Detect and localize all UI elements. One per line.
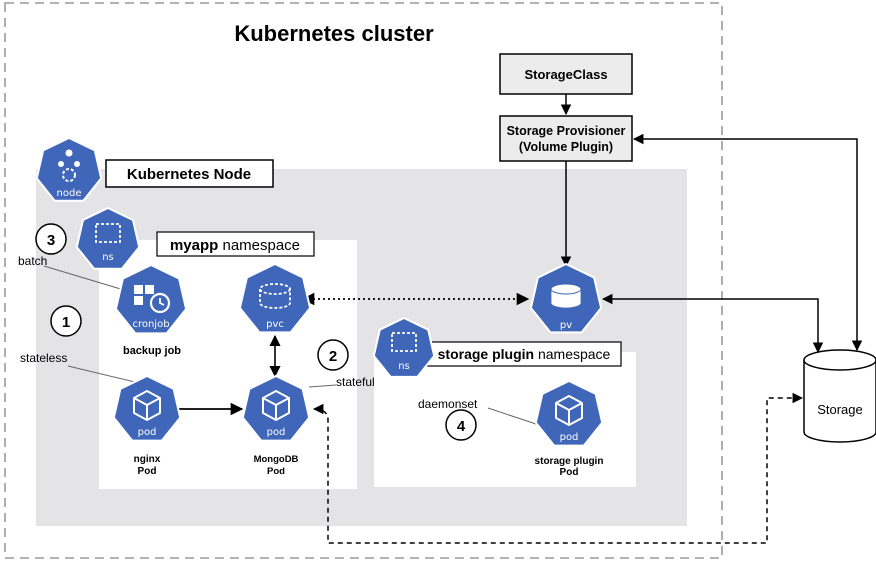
storage-namespace-icon-label: ns — [398, 361, 410, 372]
node-title-box — [105, 159, 274, 188]
cronjob-icon: cronjob — [114, 263, 188, 335]
mongodb-label-line2: Pod — [267, 466, 285, 477]
storage-class-box — [499, 53, 633, 95]
nginx-pod-icon: pod — [112, 374, 182, 442]
storage-pod-label-line1: storage plugin — [535, 456, 604, 467]
storage-cylinder — [803, 349, 876, 443]
pvc-icon: pvc — [238, 262, 312, 334]
storage-provisioner-box — [499, 115, 633, 162]
nginx-label-line2: Pod — [138, 466, 157, 477]
mongodb-pod-icon: pod — [241, 374, 311, 442]
svg-text:1: 1 — [62, 314, 70, 331]
storage-namespace-icon: ns — [372, 316, 436, 378]
myapp-namespace-label: myapp namespace — [170, 237, 300, 254]
pv-icon: pv — [529, 262, 603, 334]
backup-job-label: backup job — [123, 345, 181, 357]
daemonset-annotation: daemonset — [418, 397, 478, 411]
storage-plugin-pod-icon-label: pod — [560, 432, 579, 443]
nginx-pod-icon-label: pod — [138, 427, 157, 438]
cluster-title: Kubernetes cluster — [234, 21, 434, 46]
batch-annotation: batch — [18, 254, 47, 268]
storage-plugin-pod-icon: pod — [534, 379, 604, 447]
number-badge-4: 4 — [445, 409, 477, 441]
pv-storage-arrow — [601, 293, 824, 354]
myapp-namespace-icon-label: ns — [102, 252, 114, 263]
mongodb-label-line1: MongoDB — [254, 454, 299, 465]
svg-text:4: 4 — [457, 418, 466, 435]
number-badge-1: 1 — [50, 305, 82, 337]
node-title: Kubernetes Node — [127, 166, 251, 183]
storage-pod-label-line2: Pod — [560, 467, 579, 478]
provisioner-storage-arrow — [632, 133, 863, 352]
number-badge-2: 2 — [317, 339, 349, 371]
daemonset-pointer — [487, 407, 546, 428]
cronjob-icon-label: cronjob — [132, 319, 169, 330]
myapp-namespace-icon: ns — [75, 206, 141, 270]
node-icon-label: node — [57, 188, 82, 199]
node-icon: node — [35, 136, 103, 202]
stateless-annotation: stateless — [20, 351, 67, 365]
batch-pointer — [43, 265, 125, 291]
storage-provisioner-label-line1: Storage Provisioner — [507, 124, 626, 138]
svg-text:2: 2 — [329, 348, 337, 365]
stateful-annotation: stateful — [336, 375, 375, 389]
nginx-label-line1: nginx — [134, 454, 161, 465]
storage-provisioner-label-line2: (Volume Plugin) — [519, 140, 613, 154]
mongodb-pod-icon-label: pod — [267, 427, 286, 438]
svg-text:3: 3 — [47, 232, 55, 249]
pvc-icon-label: pvc — [266, 319, 284, 330]
stateless-pointer — [67, 365, 144, 385]
storage-namespace-label: storage plugin namespace — [438, 346, 611, 362]
pv-icon-label: pv — [560, 320, 572, 331]
storage-label: Storage — [817, 402, 863, 417]
stateful-pointer — [308, 384, 337, 388]
myapp-namespace-label-box — [156, 231, 315, 257]
storage-class-label: StorageClass — [524, 67, 607, 82]
number-badge-3: 3 — [35, 223, 67, 255]
mongo-storage-dashed-link — [312, 392, 804, 544]
